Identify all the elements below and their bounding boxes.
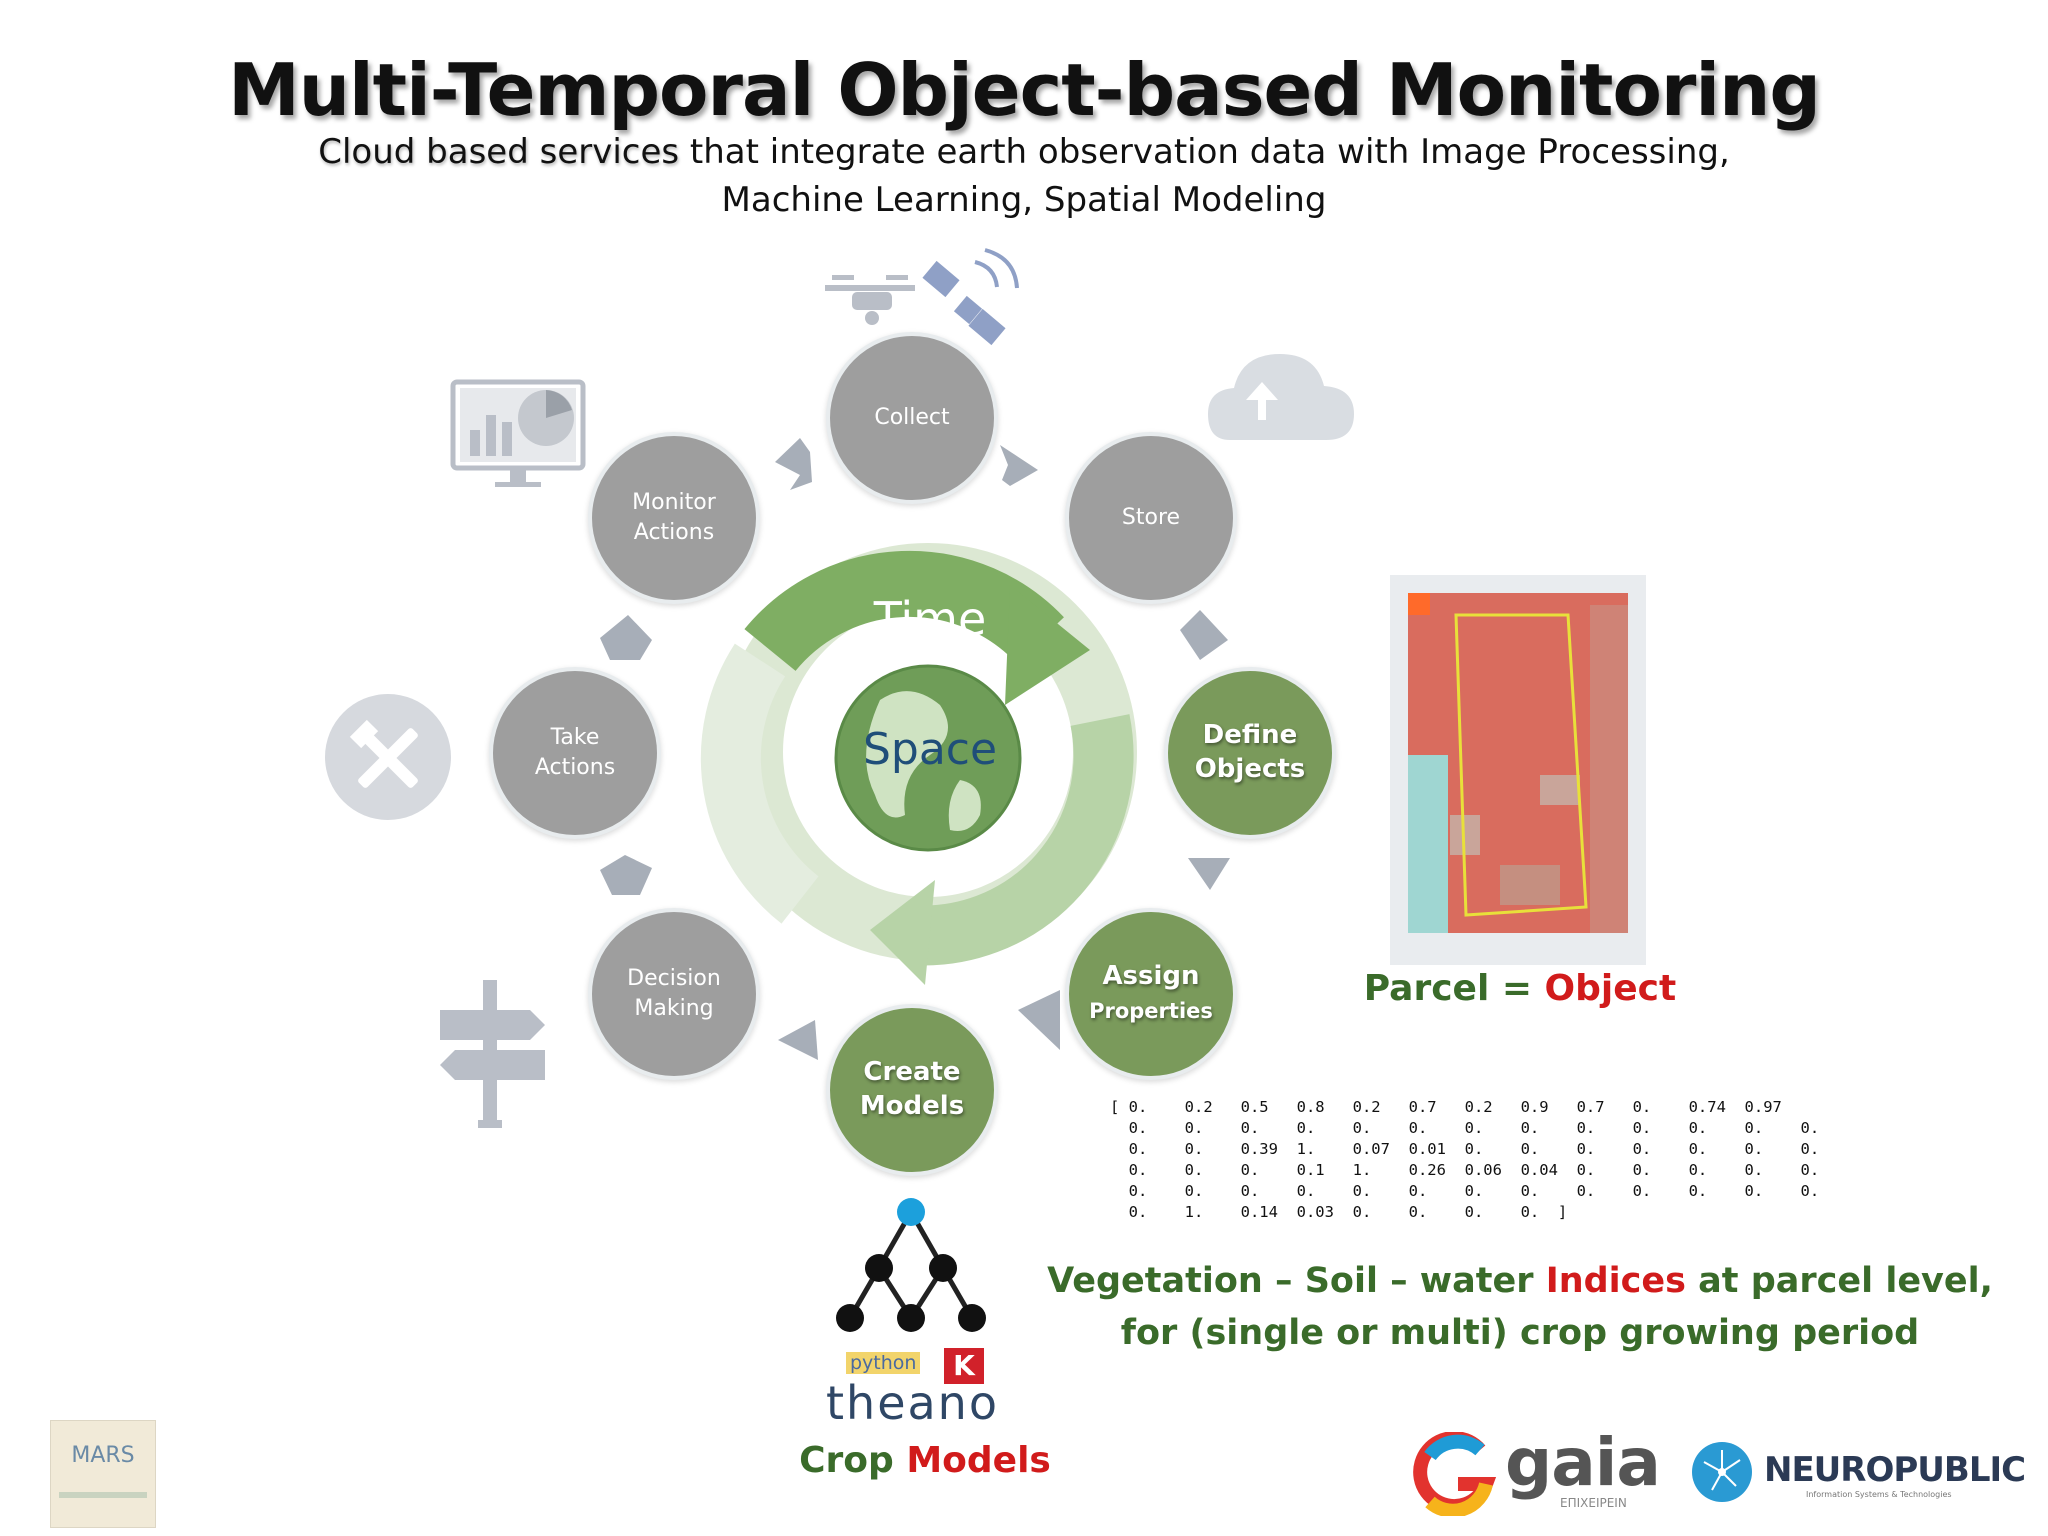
veg-text-a: Vegetation – Soil – water — [1047, 1261, 1546, 1301]
mars-logo-bar — [59, 1492, 147, 1498]
arrow-collect-to-store — [1000, 445, 1038, 486]
mars-logo-text: MARS — [71, 1443, 135, 1468]
node-assign-label-1: Assign — [1102, 961, 1200, 992]
node-collect[interactable]: Collect — [826, 332, 998, 504]
subtitle-rest: that integrate earth observation data wi… — [679, 132, 1730, 172]
node-take-label-2: Actions — [534, 755, 616, 780]
python-logo: python — [846, 1352, 921, 1374]
arrow-assign-to-create — [1018, 990, 1060, 1050]
node-take-label-1: Take — [550, 725, 600, 751]
node-store[interactable]: Store — [1065, 432, 1237, 604]
matrix-row: 0. 0. 0. 0.1 1. 0.26 0.06 0.04 0. 0. 0. … — [1110, 1161, 1820, 1179]
node-monitor-label-2: Actions — [633, 520, 715, 545]
arrow-take-to-monitor — [600, 615, 652, 660]
node-create-label-2: Models — [859, 1091, 965, 1121]
node-decision-label-1: Decision — [627, 966, 721, 992]
subtitle-line-2: Machine Learning, Spatial Modeling — [721, 180, 1327, 220]
node-monitor-label-1: Monitor — [632, 490, 716, 516]
node-define-label-1: Define — [1202, 720, 1298, 751]
vegetation-caption: Vegetation – Soil – water Indices at par… — [1000, 1255, 2040, 1359]
cycle-arrows — [600, 438, 1230, 1060]
node-create-label-1: Create — [863, 1057, 961, 1088]
tools-icon — [325, 694, 451, 820]
node-decision-label-2: Making — [634, 996, 714, 1021]
signpost-icon — [440, 980, 545, 1128]
matrix-row: 0. 0. 0. 0. 0. 0. 0. 0. 0. 0. 0. 0. 0. — [1110, 1119, 1820, 1137]
veg-text-line2: for (single or multi) crop growing perio… — [1120, 1313, 1920, 1353]
arrow-store-to-define — [1180, 610, 1228, 660]
parcel-caption-left: Parcel = — [1363, 968, 1545, 1009]
node-store-label: Store — [1121, 505, 1181, 531]
parcel-caption-right: Object — [1544, 968, 1677, 1009]
arrow-define-to-assign — [1188, 858, 1230, 890]
parcel-raster — [1408, 593, 1628, 933]
arrow-create-to-decision — [778, 1020, 818, 1060]
drone-icon — [825, 275, 915, 325]
theano-logo: theano — [826, 1376, 999, 1430]
satellite-icon — [922, 248, 1019, 346]
gaia-logo-text: gaia — [1505, 1424, 1661, 1501]
parcel-image — [1390, 575, 1646, 965]
crop-caption-b: Models — [906, 1440, 1051, 1481]
crop-caption-a: Crop — [799, 1440, 907, 1481]
keras-logo: K — [944, 1348, 984, 1384]
mars-logo: MARS — [50, 1420, 156, 1528]
gaia-logo-subtext: ΕΠΙΧΕΙΡΕΙΝ — [1560, 1496, 1627, 1510]
matrix-row: 0. 1. 0.14 0.03 0. 0. 0. 0. ] — [1110, 1203, 1568, 1221]
subtitle-emphasis: Cloud based services — [318, 132, 680, 172]
center-time-label: Time — [873, 592, 987, 646]
subtitle-line-1: Cloud based services that integrate eart… — [0, 132, 2048, 172]
arrow-monitor-to-collect — [775, 438, 812, 490]
node-collect-label: Collect — [874, 405, 950, 431]
veg-text-c: at parcel level, — [1686, 1261, 1993, 1301]
node-define-label-2: Objects — [1194, 754, 1306, 784]
neural-network-icon — [836, 1198, 986, 1332]
indices-matrix: [ 0. 0.2 0.5 0.8 0.2 0.7 0.2 0.9 0.7 0. … — [1110, 1097, 1819, 1223]
neuropublic-brain-icon — [1692, 1442, 1752, 1502]
globe-icon — [834, 664, 1022, 852]
cloud-upload-icon — [1208, 354, 1354, 440]
gaia-g-icon — [1413, 1432, 1497, 1516]
dashboard-monitor-icon — [450, 379, 586, 487]
center-space-label: Space — [862, 724, 998, 775]
neuropublic-logo-subtext: Information Systems & Technologies — [1806, 1490, 1952, 1499]
page-title: Multi-Temporal Object-based Monitoring — [228, 48, 1821, 132]
crop-models-caption: Crop Models — [780, 1440, 1070, 1481]
matrix-row: 0. 0. 0.39 1. 0.07 0.01 0. 0. 0. 0. 0. 0… — [1110, 1140, 1820, 1158]
arrow-decision-to-take — [600, 855, 652, 895]
node-assign-label-2: Properties — [1089, 999, 1213, 1023]
veg-text-indices: Indices — [1545, 1261, 1686, 1301]
neuropublic-logo-text: NEUROPUBLIC — [1764, 1450, 2026, 1490]
matrix-row: [ 0. 0.2 0.5 0.8 0.2 0.7 0.2 0.9 0.7 0. … — [1110, 1098, 1782, 1116]
cycle-ring — [700, 543, 1137, 985]
matrix-row: 0. 0. 0. 0. 0. 0. 0. 0. 0. 0. 0. 0. 0. — [1110, 1182, 1820, 1200]
parcel-caption: Parcel = Object — [1300, 968, 1740, 1009]
